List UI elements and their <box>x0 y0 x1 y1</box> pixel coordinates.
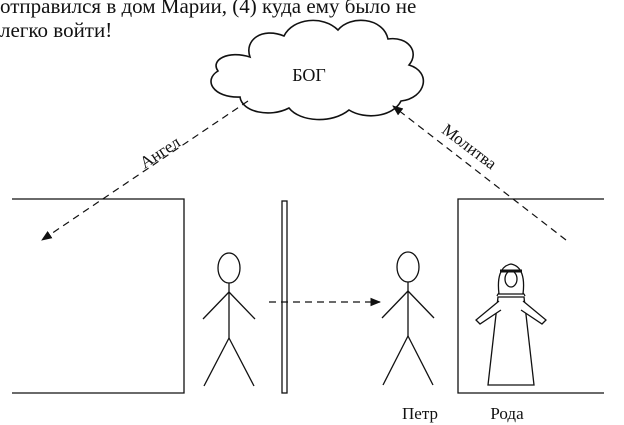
label-peter: Петр <box>402 404 438 423</box>
right-house <box>457 198 604 394</box>
cloud-label: БОГ <box>292 65 326 85</box>
roda-figure <box>475 263 547 386</box>
text-line-1: отправился в дом Марии, (4) куда ему был… <box>0 0 417 18</box>
angel-arrow <box>41 100 249 241</box>
peter-figure-right <box>381 251 435 386</box>
label-roda: Рода <box>490 404 524 423</box>
prayer-arrow <box>392 105 567 241</box>
cloud: БОГ <box>210 19 425 121</box>
peter-figure-left <box>202 252 256 387</box>
angel-label: Ангел <box>136 132 184 172</box>
door <box>281 200 288 394</box>
left-house <box>12 198 185 394</box>
text-line-2: легко войти! <box>0 18 113 42</box>
